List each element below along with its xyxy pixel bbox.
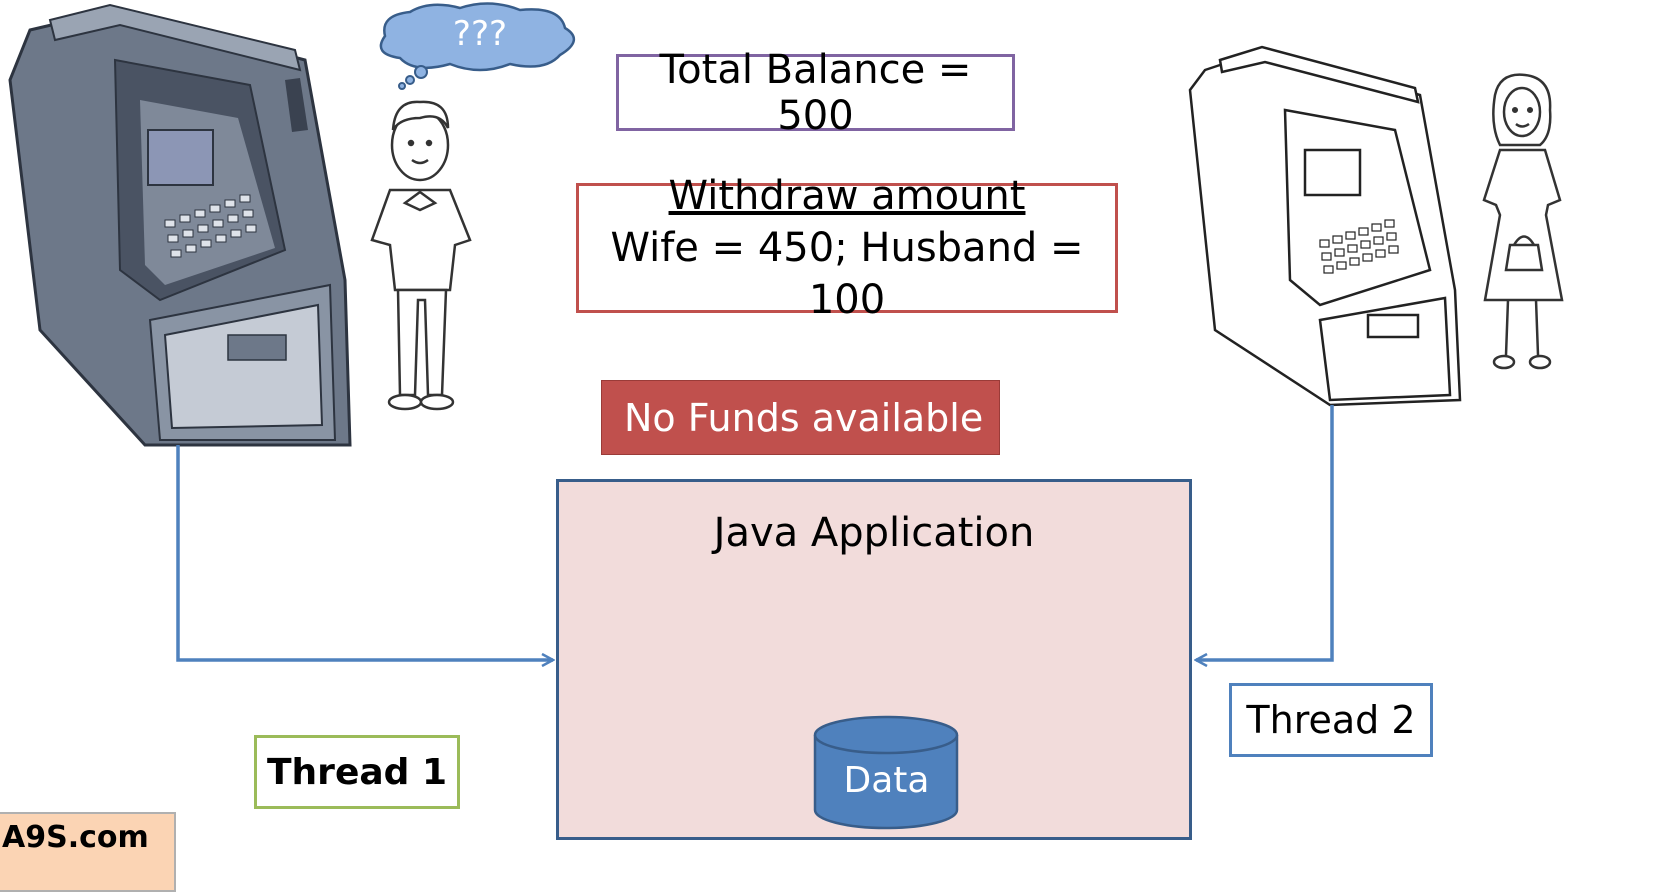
watermark-text: A9S.com [2,820,149,855]
thread1-label: Thread 1 [267,751,447,793]
thread1-connector [176,445,553,660]
thread2-label: Thread 2 [1246,698,1416,742]
wife-figure-icon [1482,73,1564,370]
withdraw-amount-box: Withdraw amount Wife = 450; Husband = 10… [576,173,1118,323]
thought-bubble-icon [379,2,575,90]
thread2-connector [1196,405,1334,660]
data-label: Data [843,760,930,801]
withdraw-heading: Withdraw amount [668,173,1026,219]
no-funds-label: No Funds available [624,395,984,440]
thread1-box: Thread 1 [254,735,460,809]
total-balance-box: Total Balance = 500 [616,47,1015,139]
atm-icon-right [1188,45,1462,407]
total-balance-label: Total Balance = 500 [659,46,972,139]
withdraw-details: Wife = 450; Husband = 100 [610,225,1084,323]
no-funds-alert: No Funds available [601,380,1000,455]
watermark: A9S.com [0,812,176,892]
java-application-label: Java Application [713,510,1035,556]
atm-icon-left [8,3,352,447]
thought-bubble-label: ??? [452,14,508,54]
husband-figure-icon [370,100,472,411]
thread2-box: Thread 2 [1229,683,1433,757]
